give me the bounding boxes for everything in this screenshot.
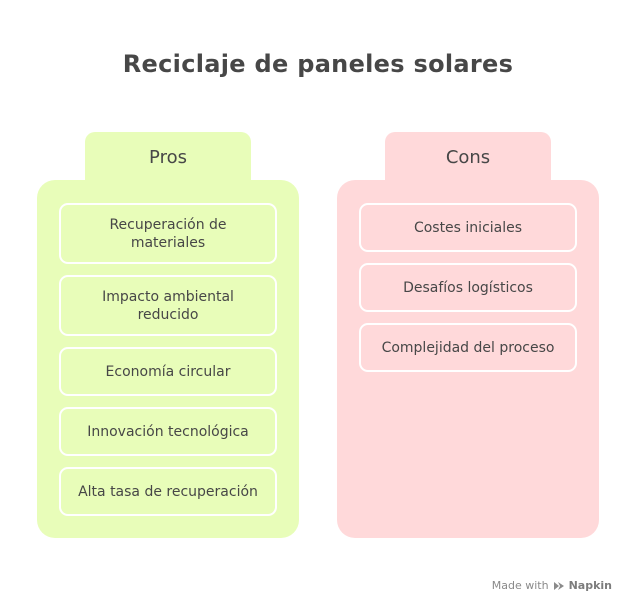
footer-attribution: Made with Napkin	[492, 579, 612, 592]
cons-header: Cons	[385, 132, 551, 184]
pros-item-innovacion: Innovación tecnológica	[59, 407, 277, 456]
cons-panel: Costes iniciales Desafíos logísticos Com…	[337, 180, 599, 538]
cons-item-desafios: Desafíos logísticos	[359, 263, 577, 312]
made-with-label: Made with	[491, 579, 549, 592]
napkin-brand-label: Napkin	[568, 579, 612, 592]
pros-item-impacto: Impacto ambiental reducido	[59, 275, 277, 336]
pros-item-recuperacion: Recuperación de materiales	[59, 203, 277, 264]
diagram-title: Reciclaje de paneles solares	[122, 50, 514, 78]
pros-panel: Recuperación de materiales Impacto ambie…	[37, 180, 299, 538]
cons-item-costes: Costes iniciales	[359, 203, 577, 252]
pros-header: Pros	[85, 132, 251, 184]
pros-item-economia: Economía circular	[59, 347, 277, 396]
pros-item-alta-tasa: Alta tasa de recuperación	[59, 467, 277, 516]
napkin-logo-icon	[553, 580, 565, 592]
cons-item-complejidad: Complejidad del proceso	[359, 323, 577, 372]
